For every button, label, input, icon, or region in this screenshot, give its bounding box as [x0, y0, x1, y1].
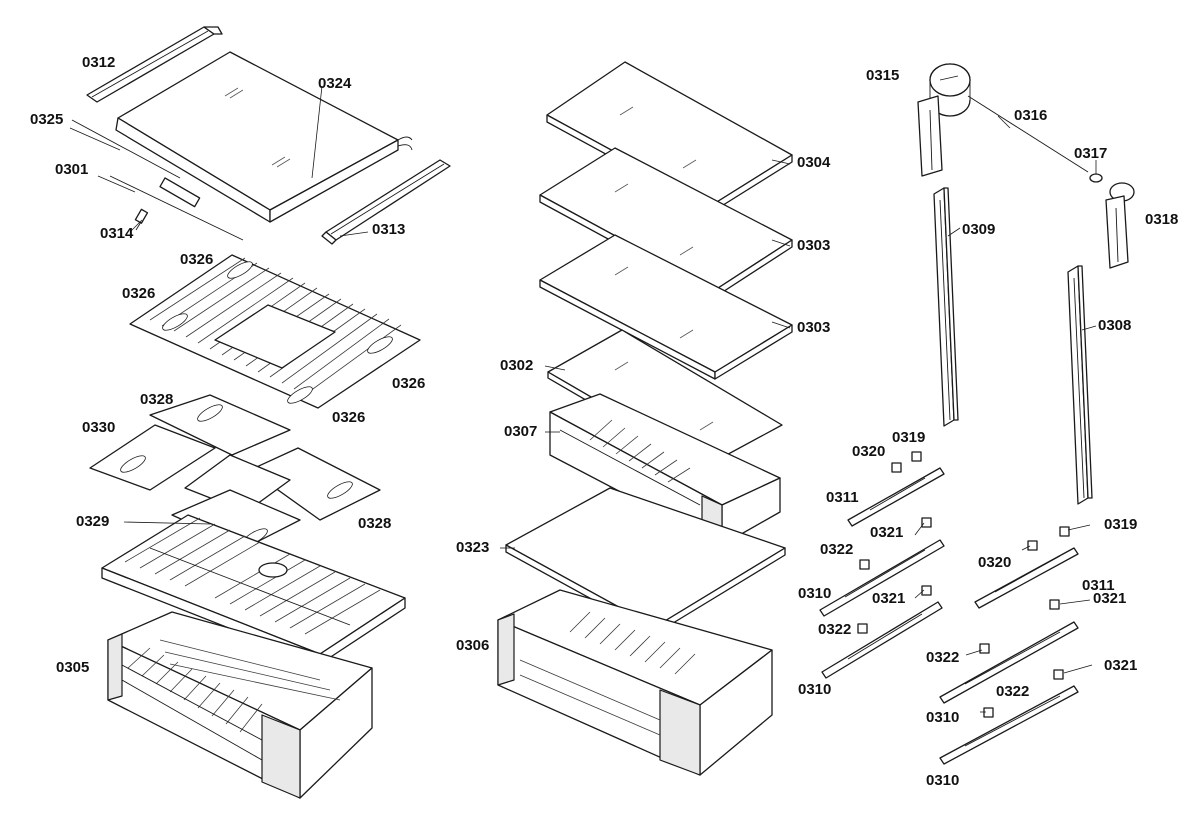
part-0324-glass-shelf	[115, 51, 413, 223]
label-0322: 0322	[926, 649, 960, 666]
label-0318: 0318	[1145, 211, 1179, 228]
part-0308-vertical-rail	[1067, 265, 1093, 505]
label-0307: 0307	[504, 423, 538, 440]
label-0310: 0310	[798, 681, 832, 698]
part-0305-crisper-drawer	[107, 611, 373, 799]
label-0302: 0302	[500, 357, 534, 374]
label-0319: 0319	[1104, 516, 1138, 533]
part-0316-rod	[967, 95, 1089, 173]
part-0303-glass-shelf-lower	[539, 234, 793, 380]
label-0329: 0329	[76, 513, 110, 530]
label-0310: 0310	[926, 772, 960, 789]
label-0301: 0301	[55, 161, 89, 178]
label-0310: 0310	[926, 709, 960, 726]
label-0317: 0317	[1074, 145, 1108, 162]
label-0326: 0326	[180, 251, 214, 268]
part-0301-rod	[109, 175, 244, 241]
part-0326-grid-panels	[129, 254, 421, 409]
label-0316: 0316	[1014, 107, 1048, 124]
label-0326: 0326	[122, 285, 156, 302]
label-0315: 0315	[866, 67, 900, 84]
part-0315-damper	[917, 63, 971, 177]
label-0320: 0320	[978, 554, 1012, 571]
part-0325-rod	[71, 119, 181, 179]
left-shelf-assembly	[71, 26, 451, 799]
label-0324: 0324	[318, 75, 352, 92]
label-0325: 0325	[30, 111, 64, 128]
label-0321: 0321	[872, 590, 906, 607]
label-0326: 0326	[332, 409, 366, 426]
part-0306-drawer	[497, 589, 773, 776]
part-0313-side-trim	[321, 159, 451, 245]
part-0310-slide-rail-3	[939, 621, 1079, 704]
label-0303: 0303	[797, 237, 831, 254]
label-0314: 0314	[100, 225, 134, 242]
part-0311-slide-rail-right	[974, 547, 1079, 609]
part-clips	[857, 451, 1070, 718]
label-0310: 0310	[798, 585, 832, 602]
label-0311: 0311	[826, 489, 859, 506]
label-0319: 0319	[892, 429, 926, 446]
label-0311: 0311	[1082, 577, 1115, 594]
label-0308: 0308	[1098, 317, 1132, 334]
middle-shelf-assembly	[497, 61, 793, 776]
part-0310-slide-rail-4	[939, 685, 1079, 765]
label-0330: 0330	[82, 419, 116, 436]
label-0309: 0309	[962, 221, 996, 238]
label-0312: 0312	[82, 54, 116, 71]
label-0328: 0328	[140, 391, 174, 408]
part-0311-slide-rail-left	[847, 467, 945, 527]
label-0304: 0304	[797, 154, 831, 171]
part-0314-screw	[134, 208, 149, 231]
right-rail-assembly	[819, 63, 1135, 765]
label-0306: 0306	[456, 637, 490, 654]
label-0326: 0326	[392, 375, 426, 392]
label-0322: 0322	[820, 541, 854, 558]
part-0310-slide-rail-2	[821, 601, 943, 679]
label-0328: 0328	[358, 515, 392, 532]
label-0320: 0320	[852, 443, 886, 460]
part-0317-ring	[1089, 173, 1103, 183]
label-0322: 0322	[818, 621, 852, 638]
leader-lines	[69, 75, 1097, 549]
part-0312-rear-trim	[86, 26, 223, 103]
label-0305: 0305	[56, 659, 90, 676]
label-0321: 0321	[1093, 590, 1127, 607]
label-0303: 0303	[797, 319, 831, 336]
part-0318-bracket	[1105, 182, 1135, 269]
label-0321: 0321	[870, 524, 904, 541]
clip-pointers	[914, 522, 1093, 713]
label-0322: 0322	[996, 683, 1030, 700]
label-0313: 0313	[372, 221, 406, 238]
label-0321: 0321	[1104, 657, 1138, 674]
label-0323: 0323	[456, 539, 490, 556]
part-0310-slide-rail-1	[819, 539, 945, 617]
part-0309-vertical-rail	[933, 187, 959, 427]
